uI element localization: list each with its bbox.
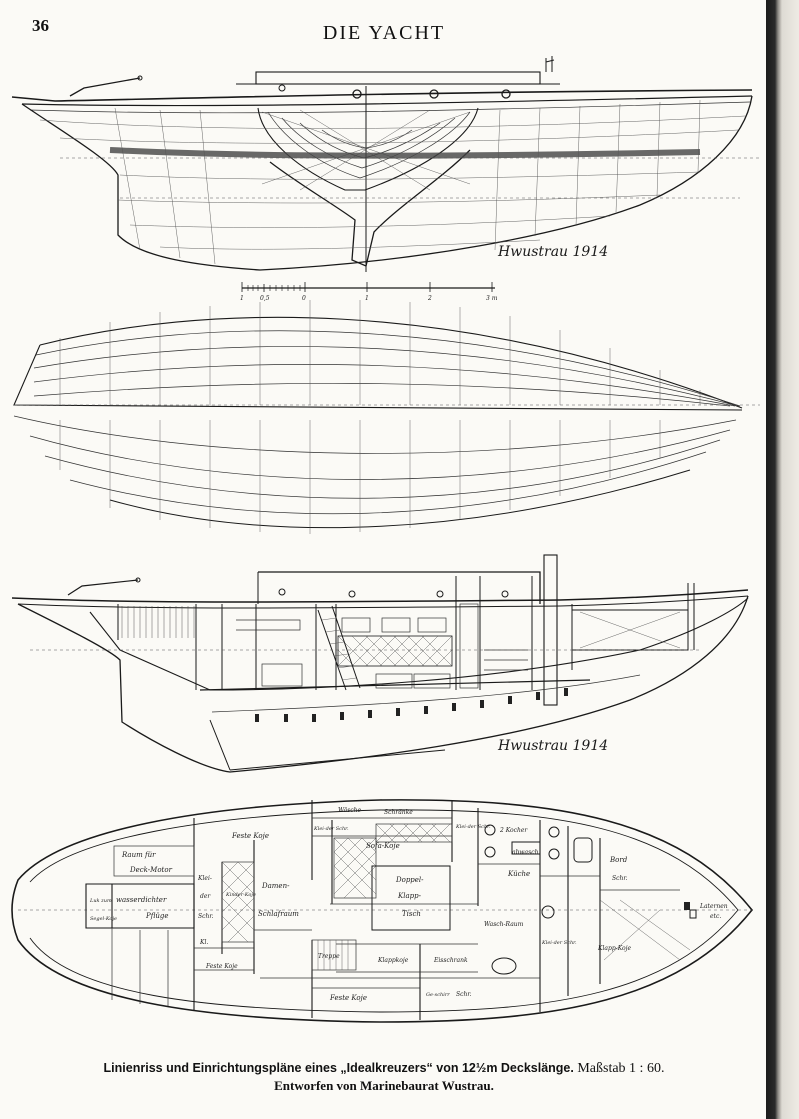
svg-text:Ge-schirr: Ge-schirr (426, 992, 450, 998)
svg-text:Schränke: Schränke (384, 809, 413, 816)
svg-text:Tisch: Tisch (402, 910, 421, 918)
svg-text:Feste Koje: Feste Koje (231, 832, 269, 840)
svg-text:Doppel-: Doppel- (395, 876, 424, 884)
svg-text:Schr.: Schr. (456, 991, 472, 998)
svg-text:Treppe: Treppe (318, 953, 340, 960)
svg-text:Küche: Küche (507, 870, 530, 878)
svg-text:Luk zum: Luk zum (89, 898, 112, 904)
svg-text:Wäsche-: Wäsche- (338, 807, 363, 814)
svg-text:Bord: Bord (609, 856, 628, 864)
interior-profile: Hwustrau 1914 (11, 554, 749, 773)
svg-text:2 Kocher: 2 Kocher (499, 827, 528, 834)
svg-text:Damen-: Damen- (261, 882, 290, 890)
svg-text:3 m: 3 m (486, 295, 498, 302)
svg-text:1: 1 (365, 295, 369, 302)
svg-text:wasserdichter: wasserdichter (116, 896, 167, 904)
accommodation-plan: Raum für Deck-Motor Klei- der Schr. Kl. … (11, 799, 754, 1023)
svg-text:Schlafraum: Schlafraum (258, 910, 299, 918)
svg-text:Pflüge: Pflüge (145, 912, 169, 920)
page-number: 36 (32, 16, 49, 35)
half-breadth-plan (13, 300, 760, 534)
svg-text:Eisschrank: Eisschrank (433, 957, 468, 964)
svg-text:Segel-Koje: Segel-Koje (90, 916, 117, 922)
svg-text:Klei-der Schr.: Klei-der Schr. (455, 824, 491, 830)
svg-text:0: 0 (302, 295, 306, 302)
figure-credit: Entworfen von Marinebaurat Wustrau. (274, 1078, 494, 1093)
caption-fraction: ½ (475, 1061, 487, 1075)
journal-page: 36 DIE YACHT (0, 0, 768, 1119)
svg-text:abwasch: abwasch (512, 849, 539, 856)
svg-text:Deck-Motor: Deck-Motor (129, 866, 173, 874)
svg-text:etc.: etc. (710, 913, 721, 920)
svg-text:Schr.: Schr. (612, 875, 628, 882)
caption-main: Linienriss und Einrichtungspläne eines „… (103, 1061, 476, 1075)
journal-title: DIE YACHT (322, 22, 446, 44)
svg-text:der: der (200, 893, 211, 900)
svg-text:Sofa-Koje: Sofa-Koje (366, 842, 400, 850)
yacht-plans: Hwustrau 1914 1 0,5 0 1 2 3 m (11, 56, 760, 1023)
svg-text:Klapp-Koje: Klapp-Koje (597, 945, 631, 952)
svg-text:1: 1 (240, 295, 244, 302)
svg-text:Klappkoje: Klappkoje (377, 957, 409, 964)
svg-text:Kinder-Koje: Kinder-Koje (225, 892, 256, 898)
svg-text:Feste Koje: Feste Koje (329, 994, 367, 1002)
svg-text:Klei-der Schr.: Klei-der Schr. (313, 826, 349, 832)
designer-signature-top: Hwustrau 1914 (497, 244, 608, 260)
svg-text:Schr.: Schr. (198, 913, 214, 920)
sheer-plan: Hwustrau 1914 (11, 56, 760, 272)
svg-text:Raum für: Raum für (121, 851, 156, 859)
caption-scale: Maßstab 1 : 60. (577, 1061, 665, 1076)
caption-tail: m Deckslänge. (486, 1061, 574, 1075)
svg-text:Klei-der Schr.: Klei-der Schr. (541, 940, 577, 946)
svg-text:Klapp-: Klapp- (397, 892, 422, 900)
designer-signature-interior: Hwustrau 1914 (497, 738, 608, 754)
svg-text:Klei-: Klei- (197, 875, 212, 882)
scale-bar: 1 0,5 0 1 2 3 m (240, 282, 498, 302)
svg-text:Feste Koje: Feste Koje (205, 963, 238, 970)
svg-text:2: 2 (427, 295, 432, 302)
figure-caption: Linienriss und Einrichtungspläne eines „… (0, 1061, 768, 1077)
svg-text:Laternen: Laternen (699, 903, 728, 910)
svg-text:Kl.: Kl. (199, 939, 208, 946)
svg-text:Wasch-Raum: Wasch-Raum (484, 921, 524, 928)
book-spine (766, 0, 799, 1119)
svg-text:0,5: 0,5 (260, 295, 270, 302)
